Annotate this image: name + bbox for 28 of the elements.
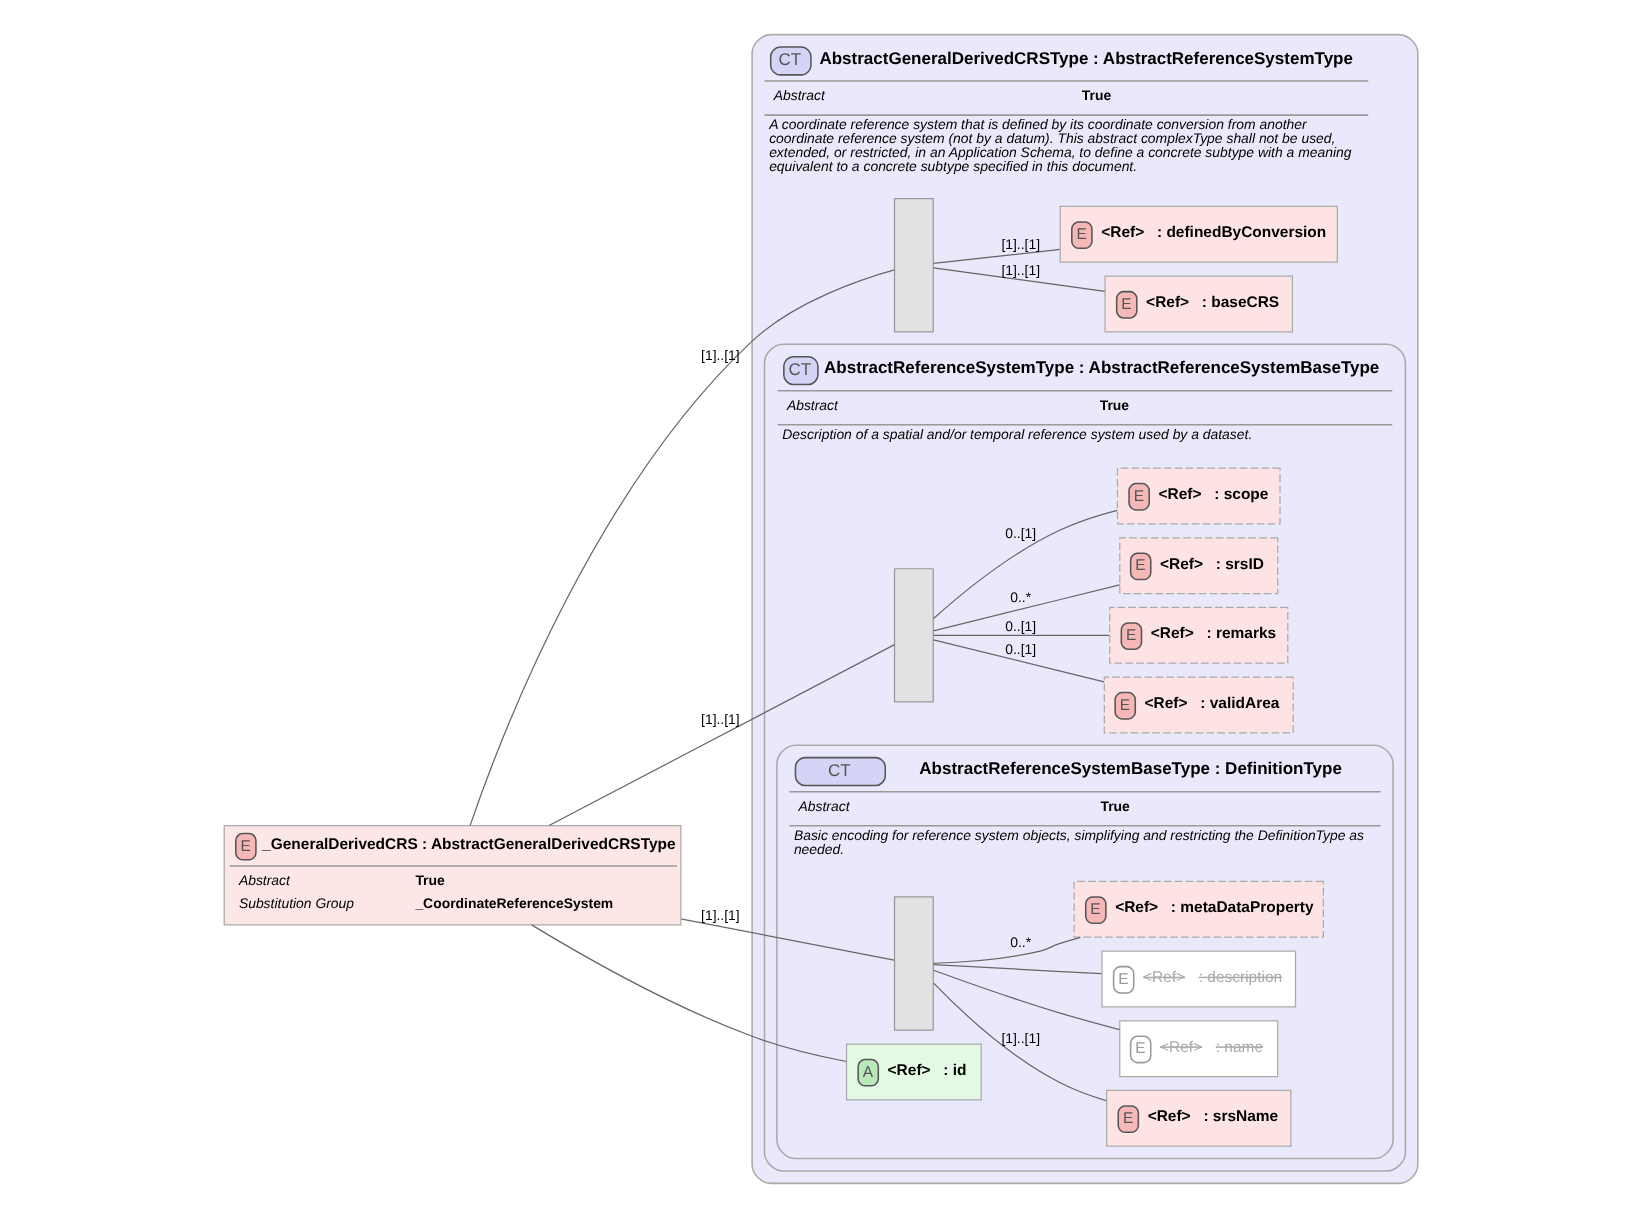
node-box: E <Ref> : remarks (1109, 606, 1289, 664)
node-box: E <Ref> : name (1119, 1020, 1279, 1078)
node-box: E <Ref> : scope (1116, 467, 1281, 525)
node-box: E <Ref> : baseCRS (1104, 275, 1294, 333)
connector (933, 982, 1107, 1102)
connector (933, 509, 1118, 620)
connector (932, 248, 1061, 264)
node-box: E <Ref> : metaDataProperty (1073, 880, 1324, 938)
connector (932, 584, 1121, 632)
connector (932, 267, 1106, 292)
node-box: E <Ref> : description (1101, 950, 1297, 1008)
connector (932, 634, 1110, 636)
node-box: E <Ref> : validArea (1103, 676, 1294, 734)
connector (932, 936, 1081, 964)
connector (932, 639, 1105, 683)
connector (530, 924, 848, 1063)
connector (932, 969, 1120, 1031)
connector (932, 963, 1103, 975)
connector (680, 918, 895, 961)
node-box: E <Ref> : definedByConversion (1059, 205, 1338, 263)
node-box (893, 896, 934, 1031)
node-box: E <Ref> : srsName (1106, 1089, 1292, 1147)
node-box: E <Ref> : srsID (1119, 537, 1279, 595)
node-box (893, 568, 934, 703)
connector (469, 269, 895, 827)
connector (548, 644, 896, 827)
node-box: A <Ref> : id (845, 1043, 982, 1101)
node-box (893, 198, 934, 333)
